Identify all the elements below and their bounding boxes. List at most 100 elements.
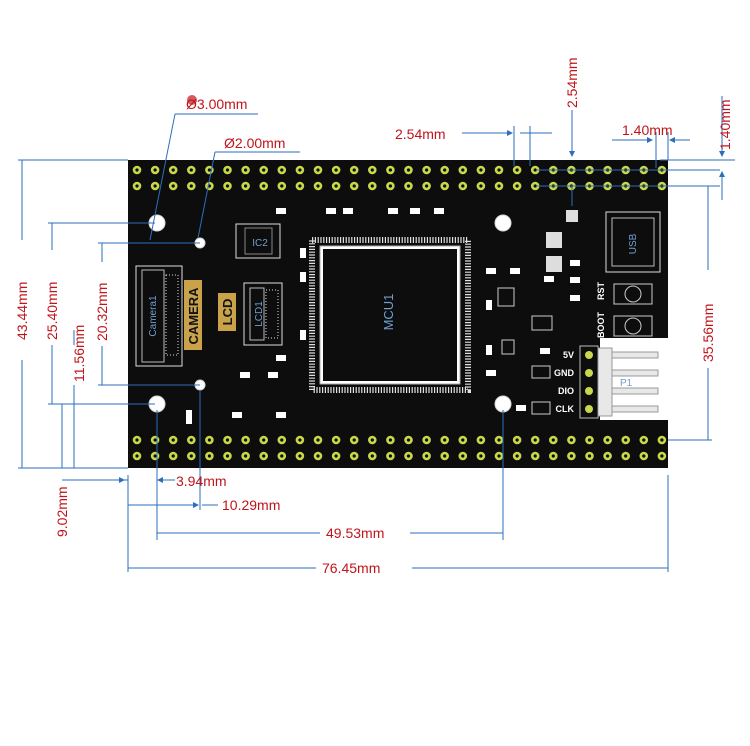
pad-hole <box>298 438 302 442</box>
pad-hole <box>189 168 193 172</box>
pad-hole <box>443 168 447 172</box>
pad-hole <box>171 438 175 442</box>
pad-hole <box>660 438 664 442</box>
pad-hole <box>334 184 338 188</box>
pad-hole <box>461 184 465 188</box>
pad-hole <box>587 454 592 458</box>
mcu-label: MCU1 <box>381 294 396 331</box>
pad-hole <box>334 168 338 172</box>
dim-height-total: 43.44mm <box>14 282 30 340</box>
pad-hole <box>515 168 519 172</box>
pad-hole <box>189 454 193 458</box>
pad-hole <box>153 184 157 188</box>
led-1 <box>497 287 515 307</box>
pad-hole <box>533 438 537 442</box>
pad-hole <box>280 184 284 188</box>
pad-hole <box>262 184 266 188</box>
usb-label: USB <box>628 233 639 254</box>
boot-button <box>613 315 653 337</box>
pad-hole <box>388 454 392 458</box>
pad-hole <box>425 168 429 172</box>
dim-edge-v: 1.40mm <box>717 99 733 150</box>
header-label: P1 <box>620 378 633 389</box>
dim-h-11-56: 11.56mm <box>71 325 87 382</box>
pad-hole <box>479 168 483 172</box>
pad-hole <box>262 168 266 172</box>
camera-tag-label: CAMERA <box>186 287 201 345</box>
pad-hole <box>370 454 374 458</box>
ic2-chip: IC2 <box>235 223 281 259</box>
pin-label-clk: CLK <box>556 404 575 414</box>
pad-hole <box>461 168 465 172</box>
pad-hole <box>135 454 139 458</box>
pad-hole <box>334 438 338 442</box>
camera-tag: CAMERA <box>184 280 202 350</box>
pad-hole <box>352 438 356 442</box>
pin-header-p1: P1 <box>579 345 659 419</box>
pad-hole <box>352 184 356 188</box>
mount-hole-top-right <box>494 214 512 232</box>
pad-hole <box>225 438 230 442</box>
dimension-lines <box>18 96 735 572</box>
dim-hole-marker <box>187 95 197 105</box>
dim-pitch-h: 2.54mm <box>395 126 446 142</box>
pad-hole <box>569 438 574 442</box>
pad-hole <box>497 438 501 442</box>
pad-hole <box>244 438 248 442</box>
pad-hole <box>262 454 266 458</box>
top-pad-row-2 <box>132 181 667 191</box>
pin-label-gnd: GND <box>554 368 575 378</box>
pad-hole <box>171 168 175 172</box>
lcd-connector: LCD1 <box>243 282 283 346</box>
pad-hole <box>406 438 411 442</box>
bottom-pad-row-2 <box>132 451 667 461</box>
camera-connector: Camera1 <box>135 265 183 367</box>
transistors <box>531 210 578 415</box>
pad-hole <box>316 454 320 458</box>
camera-connector-label: Camera1 <box>148 295 159 337</box>
led-2 <box>501 339 515 355</box>
mount-hole-bottom-right <box>494 395 512 413</box>
pad-hole <box>497 454 501 458</box>
pad-hole <box>171 454 175 458</box>
pad-hole <box>642 454 646 458</box>
pad-hole <box>443 438 447 442</box>
pad-hole <box>298 184 302 188</box>
pad-hole <box>587 438 592 442</box>
pad-hole <box>569 454 574 458</box>
pad-hole <box>606 454 610 458</box>
pad-hole <box>153 168 157 172</box>
dim-hole-dia: Ø3.00mm <box>186 96 247 112</box>
dim-h-20-32: 20.32mm <box>94 283 110 341</box>
dim-h-9-02: 9.02mm <box>54 486 70 537</box>
pad-hole <box>624 454 628 458</box>
pad-hole <box>425 438 429 442</box>
pad-hole <box>461 454 465 458</box>
pad-hole <box>497 184 501 188</box>
pad-hole <box>352 454 356 458</box>
pad-hole <box>443 454 447 458</box>
pad-hole <box>425 184 429 188</box>
pad-hole <box>388 184 392 188</box>
pad-hole <box>515 438 519 442</box>
dim-h-25-40: 25.40mm <box>44 282 60 340</box>
lcd-tag-label: LCD <box>220 299 235 326</box>
pad-hole <box>153 454 157 458</box>
pad-hole <box>225 454 230 458</box>
pad-hole <box>207 454 211 458</box>
pad-hole <box>479 438 483 442</box>
dim-w-10-29: 10.29mm <box>222 497 280 513</box>
pad-hole <box>244 184 248 188</box>
pad-hole <box>316 168 320 172</box>
usb-connector: USB <box>605 211 661 273</box>
pad-hole <box>479 454 483 458</box>
rst-button <box>613 283 653 305</box>
pad-hole <box>406 454 411 458</box>
pad-hole <box>406 184 411 188</box>
dim-h-35-56: 35.56mm <box>700 304 716 362</box>
pad-hole <box>189 438 193 442</box>
pad-hole <box>316 438 320 442</box>
pad-hole <box>370 438 374 442</box>
